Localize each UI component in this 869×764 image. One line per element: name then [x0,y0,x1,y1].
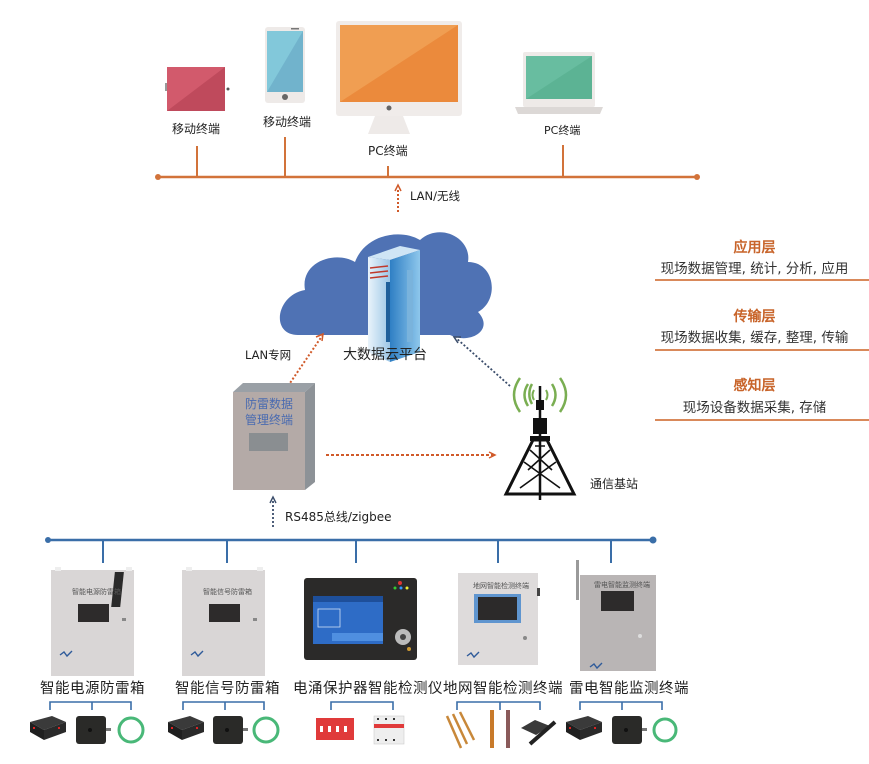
field-bus [45,536,657,563]
layer-desc-transport: 现场数据收集, 缓存, 整理, 传输 [660,330,849,346]
spd-module-red-icon [316,718,354,740]
collector-icon [168,716,204,740]
layer-desc-application: 现场数据管理, 统计, 分析, 应用 [660,261,849,277]
desktop-monitor-icon [336,21,462,134]
terminal-bus [155,137,700,180]
server-icon [368,246,420,362]
ground-mats-icon [521,720,557,746]
ground-stakes-icon [490,710,510,748]
layer-divider [655,349,869,351]
manager-to-base-station-arrow [326,451,497,459]
rogowski-coil-icon [252,716,280,744]
sensor-brackets [49,701,663,710]
ct-sensor-icon [213,716,248,744]
field-device-label: 地网智能检测终端 [443,681,563,697]
field-device-label: 智能信号防雷箱 [175,681,280,697]
layer-title-perception: 感知层 [733,378,776,394]
collector-icon [566,716,602,740]
layer-title-application: 应用层 [733,240,776,256]
layer-divider [655,419,869,421]
device-panel-text: 雷电智能监测终端 [594,581,650,589]
layer-desc-perception: 现场设备数据采集, 存储 [682,400,827,416]
field-device-label: 智能电源防雷箱 [40,681,145,697]
terminal-label: PC终端 [368,144,408,158]
layer-divider [655,279,869,281]
field-device-label: 电涌保护器智能检测仪 [293,681,443,697]
spd-smart-tester [304,578,417,660]
manager-label-line1: 防雷数据 [245,397,294,411]
terminal-label: 移动终端 [263,115,312,129]
rogowski-coil-icon [117,716,145,744]
layer-title-transport: 传输层 [733,309,776,325]
device-panel-text: 智能电源防雷箱 [72,588,121,596]
link-label-lan-private: LAN专网 [245,348,292,362]
terminal-label: 移动终端 [172,122,221,136]
base-station-tower-icon [503,377,577,500]
ct-sensor-icon [612,716,647,744]
ct-sensor-icon [76,716,111,744]
lan-private-arrow [287,332,324,387]
lightning-monitoring-terminal [576,560,656,671]
device-panel-text: 地网智能检测终端 [473,582,529,590]
rs485-arrow [269,495,277,527]
tablet-icon [165,67,230,111]
device-panel-text: 智能信号防雷箱 [203,588,252,596]
field-device-label: 雷电智能监测终端 [569,681,689,697]
phone-icon [265,27,305,103]
laptop-icon [515,52,603,114]
lan-wireless-arrow [394,183,402,212]
cloud-platform-label: 大数据云平台 [343,347,427,363]
grounding-grid-terminal [458,573,540,665]
smart-signal-lightning-box [111,567,265,676]
spd-module-white-icon [373,715,405,745]
ground-rods-icon [445,711,476,749]
manager-label-line2: 管理终端 [245,413,294,427]
link-label-lan-wireless: LAN/无线 [410,189,461,203]
link-label-rs485: RS485总线/zigbee [285,510,392,524]
base-station-label: 通信基站 [590,477,639,491]
data-management-terminal [233,383,315,490]
base-station-to-cloud-arrow [452,336,511,387]
rogowski-coil-icon [652,717,678,743]
collector-icon [30,716,66,740]
terminal-label: PC终端 [544,124,581,137]
